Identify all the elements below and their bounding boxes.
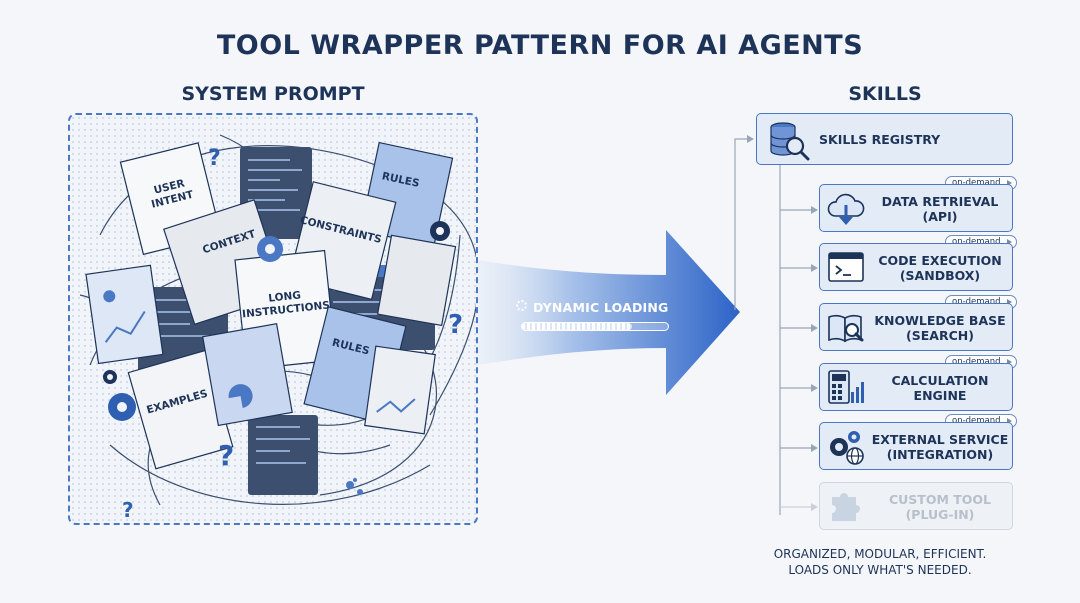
- question-mark-icon: ?: [122, 498, 134, 522]
- skills-title: SKILLS: [848, 83, 922, 105]
- skill-custom-tool[interactable]: CUSTOM TOOL(PLUG-IN): [819, 482, 1013, 530]
- loading-spinner-icon: [516, 300, 527, 311]
- document-network: [364, 345, 436, 435]
- footer-line-1: ORGANIZED, MODULAR, EFFICIENT.: [773, 547, 987, 561]
- question-mark-icon: ?: [208, 146, 221, 171]
- dots: [346, 478, 363, 495]
- diagram-title: TOOL WRAPPER PATTERN FOR AI AGENTS: [216, 30, 864, 61]
- skill-label: CODE EXECUTION(SANDBOX): [878, 253, 1002, 283]
- terminal-icon: [828, 252, 864, 282]
- gear-icon: [108, 393, 136, 421]
- skill-data-retrieval[interactable]: DATA RETRIEVAL(API): [819, 184, 1013, 232]
- skill-code-execution[interactable]: CODE EXECUTION(SANDBOX): [819, 243, 1013, 291]
- calculator-chart-icon: [828, 370, 864, 404]
- gear-icon: [103, 370, 117, 384]
- skills-registry[interactable]: SKILLS REGISTRY: [756, 113, 1013, 165]
- system-prompt-title: SYSTEM PROMPT: [181, 83, 365, 105]
- dynamic-loading-arrow: [478, 230, 740, 395]
- cloud-download-icon: [827, 193, 865, 225]
- skill-label: KNOWLEDGE BASE(SEARCH): [874, 313, 1006, 343]
- skills-registry-label: SKILLS REGISTRY: [819, 132, 941, 147]
- dynamic-loading-label: DYNAMIC LOADING: [533, 300, 669, 315]
- system-prompt-box: USERINTENT CONTEXT CONSTRAINTS RULES LON…: [68, 113, 478, 525]
- skill-knowledge-base[interactable]: KNOWLEDGE BASE(SEARCH): [819, 303, 1013, 351]
- gears-globe-icon: [830, 431, 864, 465]
- book-search-icon: [828, 314, 864, 343]
- question-mark-icon: ?: [448, 310, 463, 340]
- code-panel: [248, 415, 318, 495]
- document-pile: USERINTENT CONTEXT CONSTRAINTS RULES LON…: [79, 134, 476, 522]
- question-mark-icon: ?: [218, 439, 234, 472]
- skill-label: EXTERNAL SERVICE(INTEGRATION): [871, 432, 1009, 462]
- skill-external-service[interactable]: EXTERNAL SERVICE(INTEGRATION): [819, 422, 1013, 470]
- document-list: [202, 323, 293, 427]
- skill-label: CUSTOM TOOL(PLUG-IN): [888, 492, 991, 522]
- footer-caption: ORGANIZED, MODULAR, EFFICIENT. LOADS ONL…: [750, 546, 1010, 578]
- loading-progress-bar: [521, 322, 669, 331]
- loading-progress-fill: [522, 323, 632, 330]
- gear-icon: [257, 236, 283, 262]
- footer-line-2: LOADS ONLY WHAT'S NEEDED.: [788, 563, 972, 577]
- skill-label: DATA RETRIEVAL(API): [881, 194, 999, 224]
- document-chart: [85, 264, 164, 365]
- database-search-icon: [770, 122, 810, 161]
- puzzle-icon: [832, 493, 860, 521]
- document-blank: [376, 234, 457, 327]
- gear-icon: [430, 221, 450, 241]
